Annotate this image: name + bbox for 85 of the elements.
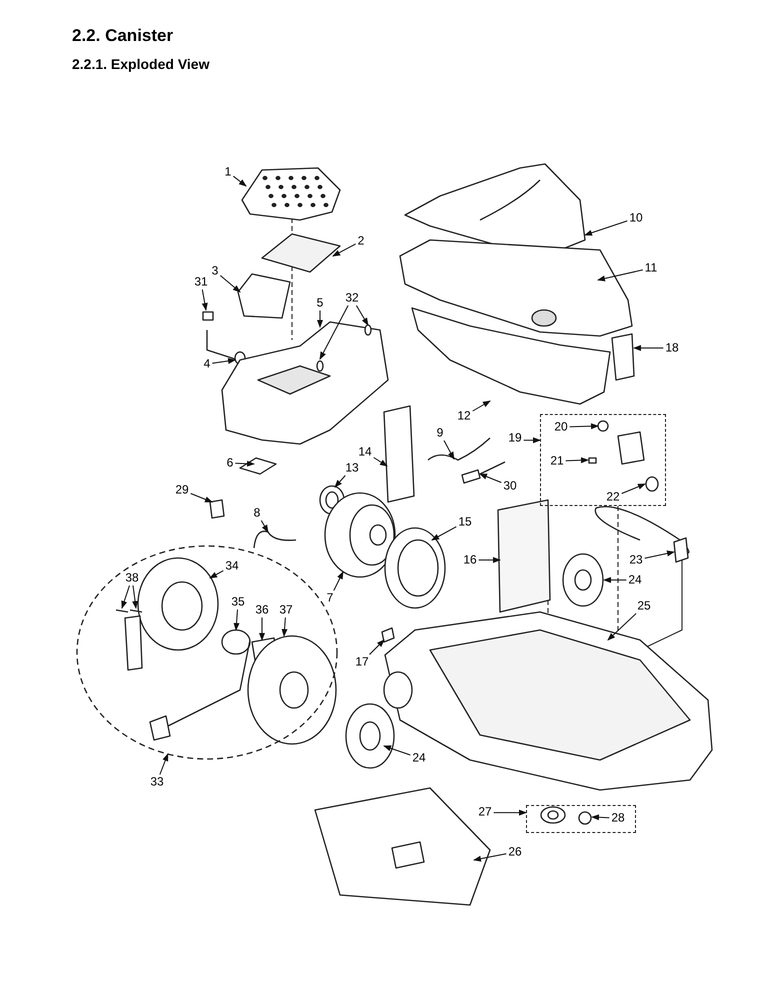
callout-number: 24	[411, 752, 427, 764]
leader-line	[478, 557, 501, 563]
callout-number: 21	[549, 454, 565, 468]
leader-line	[159, 753, 168, 775]
callout-number: 3	[210, 264, 220, 278]
leader-line	[644, 550, 675, 559]
callout-number: 13	[344, 462, 360, 474]
callout-number: 18	[664, 342, 680, 354]
leader-line	[472, 400, 491, 412]
callout-number: 16	[462, 554, 478, 566]
callout-number: 14	[357, 446, 373, 458]
callout-number: 30	[502, 480, 518, 492]
leader-line	[333, 571, 344, 591]
callout-number: 7	[326, 592, 334, 604]
callout-number: 25	[636, 600, 652, 612]
callout-number: 8	[252, 506, 262, 520]
callout-number: 32	[344, 292, 360, 304]
leader-line	[234, 460, 255, 467]
leader-line	[431, 526, 457, 540]
leader-line	[603, 577, 627, 583]
leader-line	[523, 437, 541, 444]
leader-line	[633, 345, 664, 351]
callout-number: 6	[226, 456, 234, 470]
leader-line	[209, 570, 224, 578]
callout-number: 10	[628, 212, 644, 224]
callout-number: 20	[553, 420, 569, 434]
dashed-group-outline	[526, 805, 636, 833]
leader-line	[317, 310, 323, 328]
callout-number: 28	[610, 812, 626, 824]
callout-number: 4	[202, 358, 212, 370]
leader-line	[369, 639, 385, 655]
callout-number: 15	[457, 516, 473, 528]
callout-number: 11	[644, 262, 658, 274]
leader-line	[621, 484, 646, 494]
dashed-group-outline	[540, 414, 666, 506]
leader-line	[569, 423, 599, 430]
callout-number: 34	[224, 560, 240, 572]
callout-number: 26	[507, 846, 523, 858]
callout-number: 23	[628, 554, 644, 566]
callout-number: 35	[230, 596, 246, 608]
callout-number: 36	[254, 604, 270, 616]
leader-line	[234, 609, 240, 631]
leader-line	[332, 243, 356, 256]
leader-line	[212, 358, 236, 364]
leader-line	[282, 617, 288, 637]
leader-line	[493, 810, 527, 816]
callout-number: 1	[224, 166, 232, 178]
leader-line	[356, 305, 368, 326]
callout-number: 27	[477, 806, 493, 818]
leader-line	[334, 475, 346, 488]
callout-number: 9	[436, 426, 444, 440]
callout-number: 37	[278, 604, 294, 616]
callout-number: 24	[627, 574, 643, 586]
leader-line	[202, 289, 208, 311]
callout-number: 31	[193, 276, 209, 288]
leader-line	[565, 457, 589, 464]
leader-line	[259, 617, 265, 641]
leader-line	[132, 585, 138, 609]
leader-line	[383, 745, 411, 756]
leader-line	[190, 493, 213, 502]
callout-number: 29	[174, 484, 190, 496]
leader-line	[607, 613, 637, 641]
leader-line	[121, 585, 130, 609]
section-title: 2.2. Canister	[72, 26, 174, 46]
callout-number: 33	[149, 776, 165, 788]
leader-line	[584, 220, 628, 236]
callout-number: 22	[605, 490, 621, 504]
callout-number: 12	[456, 410, 472, 422]
leader-line	[232, 176, 247, 187]
leader-line	[444, 440, 454, 460]
callout-number: 19	[507, 432, 523, 444]
leader-line	[479, 474, 502, 483]
leader-line	[591, 814, 610, 820]
callout-number: 5	[316, 296, 324, 310]
leader-line	[320, 305, 349, 360]
callout-number: 17	[354, 656, 370, 668]
leader-line	[597, 269, 644, 282]
leader-line	[373, 457, 388, 467]
dashed-group-outline	[76, 545, 338, 760]
callout-number: 38	[124, 572, 140, 584]
callout-number: 2	[356, 234, 366, 248]
subsection-title: 2.2.1. Exploded View	[72, 56, 210, 72]
leader-line	[473, 853, 507, 862]
leader-line	[260, 520, 268, 533]
leader-line	[220, 275, 241, 293]
